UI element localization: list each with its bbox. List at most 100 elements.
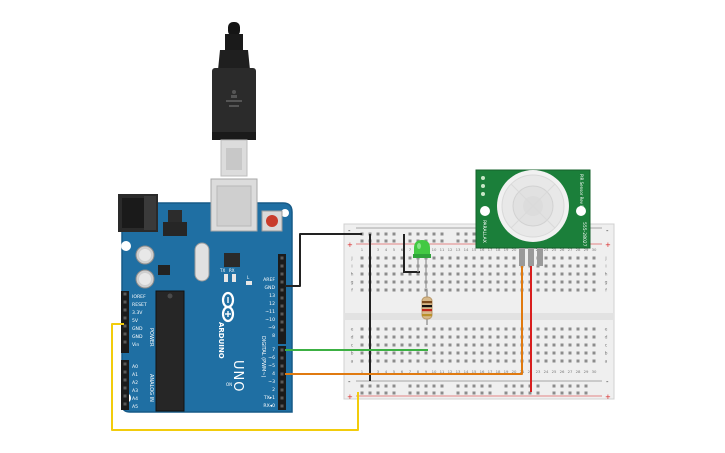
breadboard-hole[interactable] bbox=[464, 343, 468, 347]
breadboard-hole[interactable] bbox=[504, 288, 508, 292]
breadboard-hole[interactable] bbox=[512, 359, 516, 363]
breadboard-hole[interactable] bbox=[552, 384, 556, 388]
breadboard-hole[interactable] bbox=[416, 351, 420, 355]
breadboard-hole[interactable] bbox=[560, 359, 564, 363]
breadboard-hole[interactable] bbox=[536, 359, 540, 363]
breadboard-hole[interactable] bbox=[456, 343, 460, 347]
breadboard-hole[interactable] bbox=[504, 280, 508, 284]
breadboard-hole[interactable] bbox=[456, 272, 460, 276]
breadboard-hole[interactable] bbox=[376, 391, 380, 395]
header-pin-hole[interactable] bbox=[123, 308, 127, 312]
breadboard-hole[interactable] bbox=[384, 239, 388, 243]
breadboard-hole[interactable] bbox=[536, 280, 540, 284]
breadboard-hole[interactable] bbox=[456, 327, 460, 331]
header-pin-hole[interactable] bbox=[280, 312, 284, 316]
breadboard-hole[interactable] bbox=[536, 343, 540, 347]
breadboard-hole[interactable] bbox=[432, 359, 436, 363]
breadboard-hole[interactable] bbox=[488, 256, 492, 260]
breadboard-hole[interactable] bbox=[360, 256, 364, 260]
breadboard-hole[interactable] bbox=[464, 384, 468, 388]
breadboard-hole[interactable] bbox=[552, 351, 556, 355]
breadboard-hole[interactable] bbox=[392, 327, 396, 331]
breadboard-hole[interactable] bbox=[416, 272, 420, 276]
breadboard-hole[interactable] bbox=[552, 327, 556, 331]
breadboard-hole[interactable] bbox=[504, 343, 508, 347]
breadboard-hole[interactable] bbox=[472, 239, 476, 243]
breadboard-hole[interactable] bbox=[472, 327, 476, 331]
header-pin-hole[interactable] bbox=[280, 388, 284, 392]
header-pin-hole[interactable] bbox=[280, 328, 284, 332]
breadboard-hole[interactable] bbox=[536, 288, 540, 292]
breadboard-hole[interactable] bbox=[408, 256, 412, 260]
breadboard-hole[interactable] bbox=[480, 335, 484, 339]
breadboard-hole[interactable] bbox=[576, 327, 580, 331]
breadboard-hole[interactable] bbox=[568, 384, 572, 388]
breadboard-hole[interactable] bbox=[432, 335, 436, 339]
breadboard-hole[interactable] bbox=[504, 335, 508, 339]
breadboard-hole[interactable] bbox=[592, 343, 596, 347]
header-pin-hole[interactable] bbox=[123, 340, 127, 344]
breadboard-hole[interactable] bbox=[416, 280, 420, 284]
breadboard-hole[interactable] bbox=[552, 391, 556, 395]
breadboard-hole[interactable] bbox=[392, 391, 396, 395]
breadboard-hole[interactable] bbox=[416, 335, 420, 339]
breadboard-hole[interactable] bbox=[464, 335, 468, 339]
breadboard-hole[interactable] bbox=[568, 359, 572, 363]
breadboard-hole[interactable] bbox=[496, 343, 500, 347]
breadboard-hole[interactable] bbox=[592, 327, 596, 331]
breadboard-hole[interactable] bbox=[552, 256, 556, 260]
breadboard-hole[interactable] bbox=[576, 335, 580, 339]
breadboard-hole[interactable] bbox=[360, 351, 364, 355]
header-pin-hole[interactable] bbox=[280, 272, 284, 276]
breadboard-hole[interactable] bbox=[552, 288, 556, 292]
breadboard-hole[interactable] bbox=[384, 327, 388, 331]
breadboard-hole[interactable] bbox=[568, 391, 572, 395]
breadboard-hole[interactable] bbox=[456, 256, 460, 260]
breadboard-hole[interactable] bbox=[424, 335, 428, 339]
breadboard-hole[interactable] bbox=[408, 359, 412, 363]
breadboard-hole[interactable] bbox=[400, 335, 404, 339]
breadboard-hole[interactable] bbox=[392, 335, 396, 339]
breadboard-hole[interactable] bbox=[448, 256, 452, 260]
breadboard-hole[interactable] bbox=[552, 343, 556, 347]
breadboard-hole[interactable] bbox=[576, 280, 580, 284]
breadboard-hole[interactable] bbox=[584, 359, 588, 363]
breadboard-hole[interactable] bbox=[432, 280, 436, 284]
breadboard-hole[interactable] bbox=[544, 264, 548, 268]
breadboard-hole[interactable] bbox=[464, 351, 468, 355]
breadboard-hole[interactable] bbox=[592, 280, 596, 284]
breadboard-hole[interactable] bbox=[464, 256, 468, 260]
breadboard-hole[interactable] bbox=[504, 359, 508, 363]
breadboard-hole[interactable] bbox=[496, 256, 500, 260]
breadboard-hole[interactable] bbox=[480, 288, 484, 292]
breadboard-hole[interactable] bbox=[512, 391, 516, 395]
breadboard-hole[interactable] bbox=[472, 351, 476, 355]
breadboard-hole[interactable] bbox=[432, 384, 436, 388]
breadboard-hole[interactable] bbox=[408, 280, 412, 284]
breadboard-hole[interactable] bbox=[488, 359, 492, 363]
breadboard-hole[interactable] bbox=[504, 264, 508, 268]
breadboard-hole[interactable] bbox=[432, 239, 436, 243]
breadboard-hole[interactable] bbox=[568, 272, 572, 276]
breadboard-hole[interactable] bbox=[480, 272, 484, 276]
breadboard-hole[interactable] bbox=[544, 256, 548, 260]
breadboard-hole[interactable] bbox=[488, 384, 492, 388]
breadboard-hole[interactable] bbox=[472, 343, 476, 347]
breadboard-hole[interactable] bbox=[400, 256, 404, 260]
breadboard-hole[interactable] bbox=[376, 256, 380, 260]
breadboard-hole[interactable] bbox=[512, 272, 516, 276]
breadboard-hole[interactable] bbox=[448, 351, 452, 355]
breadboard-hole[interactable] bbox=[592, 272, 596, 276]
breadboard-hole[interactable] bbox=[360, 239, 364, 243]
breadboard-hole[interactable] bbox=[512, 335, 516, 339]
breadboard-hole[interactable] bbox=[584, 391, 588, 395]
breadboard-hole[interactable] bbox=[488, 391, 492, 395]
breadboard-hole[interactable] bbox=[592, 256, 596, 260]
breadboard-hole[interactable] bbox=[384, 359, 388, 363]
breadboard-hole[interactable] bbox=[576, 256, 580, 260]
breadboard-hole[interactable] bbox=[496, 351, 500, 355]
breadboard-hole[interactable] bbox=[504, 391, 508, 395]
header-pin-hole[interactable] bbox=[280, 404, 284, 408]
breadboard-hole[interactable] bbox=[552, 264, 556, 268]
reset-button[interactable] bbox=[261, 210, 283, 232]
